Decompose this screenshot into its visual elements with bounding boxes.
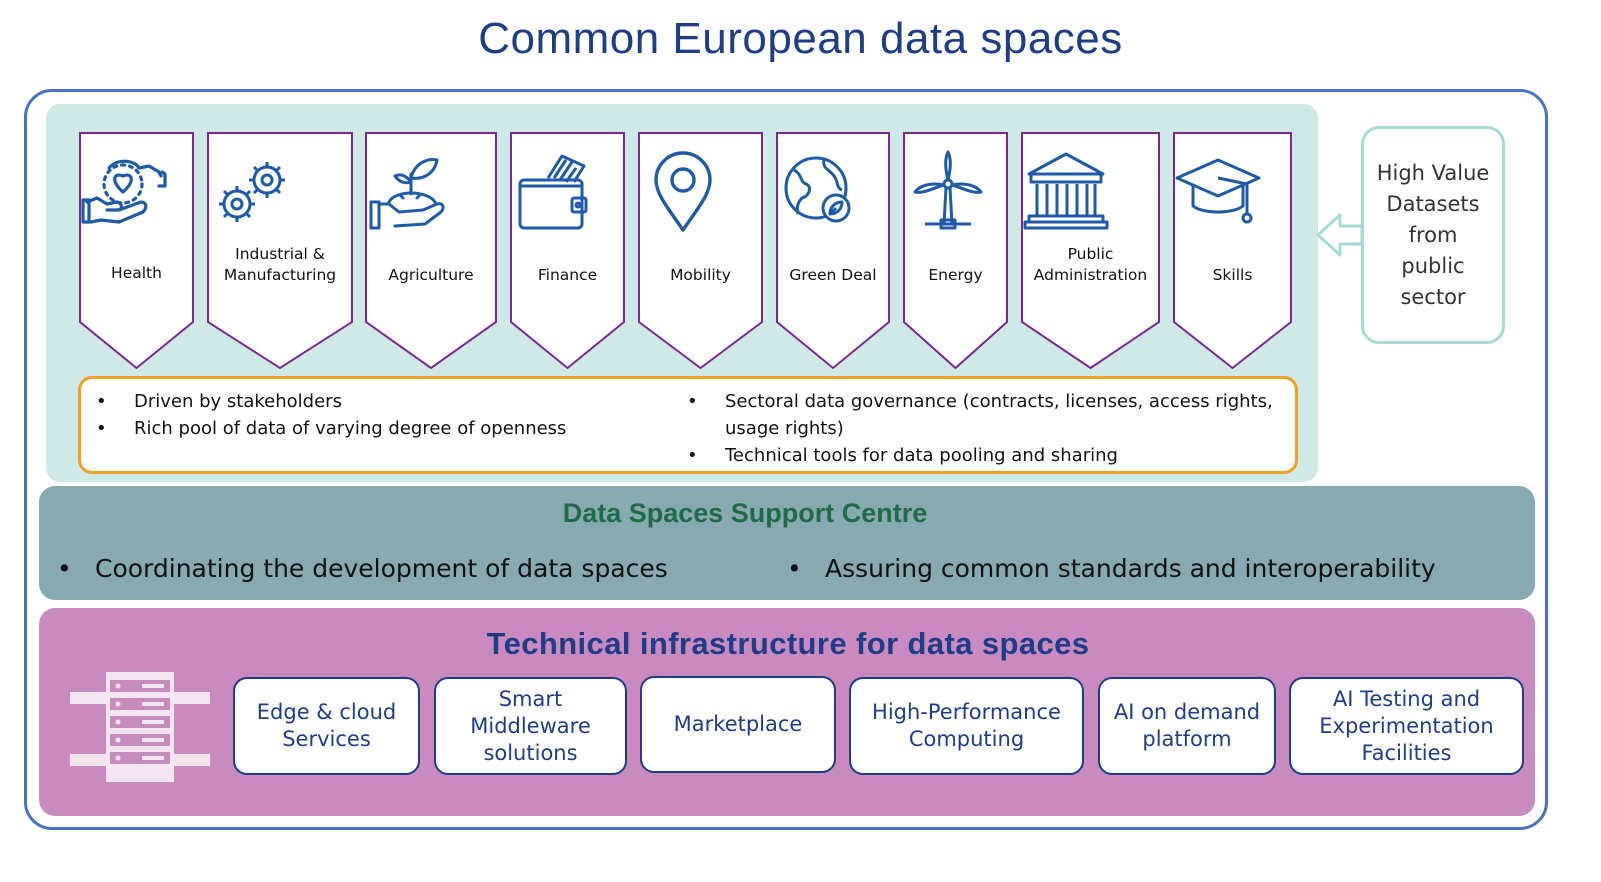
- gears-icon: [219, 162, 285, 222]
- support-centre-title: Data Spaces Support Centre: [562, 498, 928, 528]
- high-value-datasets-box: High Value Datasets from public sector: [1361, 126, 1505, 344]
- infra-marketplace: Marketplace: [640, 676, 836, 773]
- hand-plant-icon: [369, 158, 445, 230]
- hands-heart-icon: [81, 159, 167, 224]
- support-centre-item: •Assuring common standards and interoper…: [787, 554, 1436, 583]
- property-item: •Rich pool of data of varying degree of …: [96, 418, 567, 439]
- support-centre-band: [39, 486, 1535, 600]
- wind-turbine-icon: [913, 150, 983, 230]
- page-title: Common European data spaces: [478, 14, 1123, 63]
- outer-frame: [24, 89, 1548, 830]
- infrastructure-title: Technical infrastructure for data spaces: [486, 626, 1090, 661]
- map-pin-icon: [654, 151, 712, 232]
- property-item: •Technical tools for data pooling and sh…: [687, 445, 1118, 466]
- globe-leaf-icon: [784, 156, 851, 223]
- hvd-arrow-icon: [1316, 213, 1364, 257]
- wallet-icon: [518, 154, 588, 230]
- properties-box: [78, 376, 1298, 474]
- sector-public-administration: Public Administration: [1021, 132, 1160, 370]
- sector-health: Health: [79, 132, 194, 370]
- sector-mobility: Mobility: [638, 132, 763, 370]
- sector-skills: Skills: [1173, 132, 1292, 370]
- sector-energy: Energy: [903, 132, 1008, 370]
- high-value-datasets-text: High Value Datasets from public sector: [1376, 160, 1490, 309]
- government-building-icon: [1023, 152, 1109, 230]
- property-item: •Driven by stakeholders: [96, 391, 342, 412]
- property-item: •Sectoral data governance (contracts, li…: [687, 391, 1273, 412]
- sector-agriculture: Agriculture: [365, 132, 497, 370]
- support-centre-item: •Coordinating the development of data sp…: [57, 554, 668, 583]
- graduation-cap-icon: [1175, 158, 1261, 224]
- sector-green-deal: Green Deal: [776, 132, 890, 370]
- sector-industrial-manufacturing: Industrial & Manufacturing: [207, 132, 353, 370]
- server-rack-icon: [70, 672, 210, 782]
- sector-finance: Finance: [510, 132, 625, 370]
- property-item-continuation: usage rights): [725, 418, 844, 439]
